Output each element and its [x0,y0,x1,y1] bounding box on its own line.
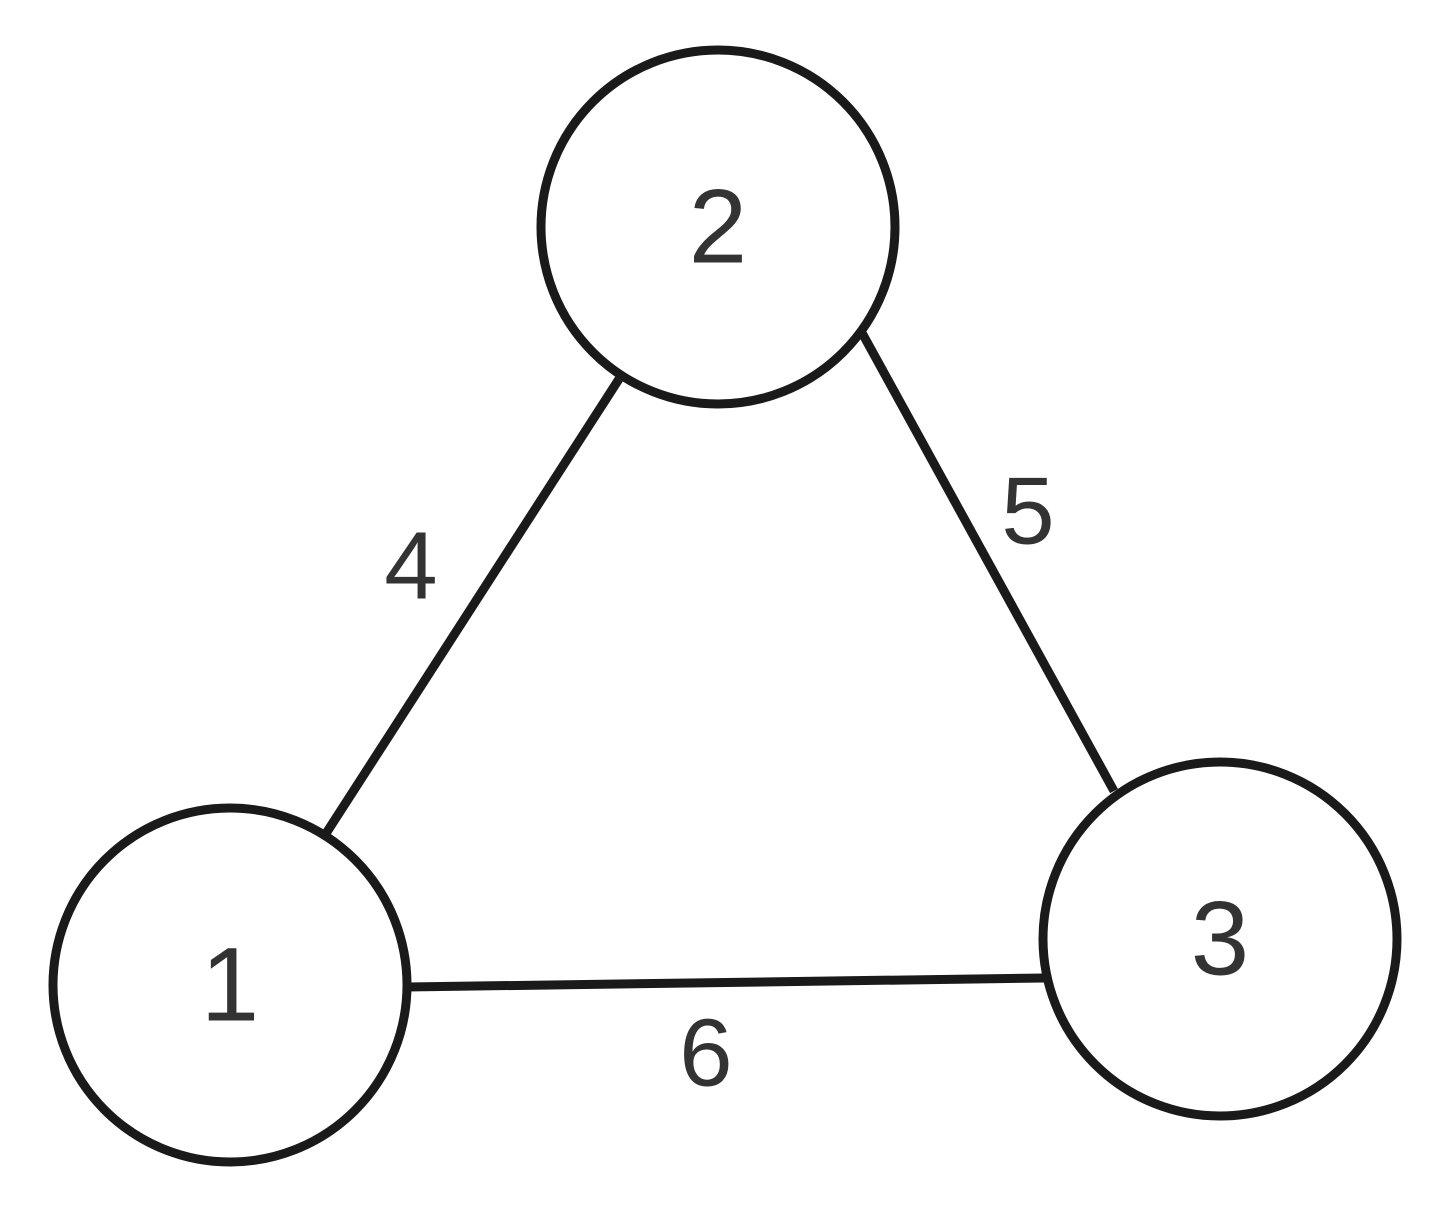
edge-1-2-line[interactable] [321,376,623,838]
edge-2-3-line[interactable] [857,328,1118,794]
node-3-label: 3 [1191,881,1249,998]
node-2[interactable]: 2 [536,45,900,409]
nodes-group: 1 2 3 [48,45,1402,1167]
edge-1-2[interactable] [321,376,623,838]
edge-labels-group: 4 5 6 [384,458,1054,1107]
edge-weight-label-1-2: 4 [384,513,437,620]
node-3-circle[interactable] [1038,757,1402,1121]
node-3[interactable]: 3 [1038,757,1402,1121]
node-1-label: 1 [201,927,259,1044]
edge-1-3-line[interactable] [406,973,1045,992]
node-2-label: 2 [689,169,747,286]
edge-weight-label-1-3: 6 [679,1000,732,1107]
edge-1-3[interactable] [406,973,1045,992]
edge-weight-label-2-3: 5 [1001,458,1054,565]
node-2-circle[interactable] [536,45,900,409]
edges-group [321,328,1118,992]
node-1-circle[interactable] [48,803,412,1167]
edge-2-3[interactable] [857,328,1118,794]
node-1[interactable]: 1 [48,803,412,1167]
